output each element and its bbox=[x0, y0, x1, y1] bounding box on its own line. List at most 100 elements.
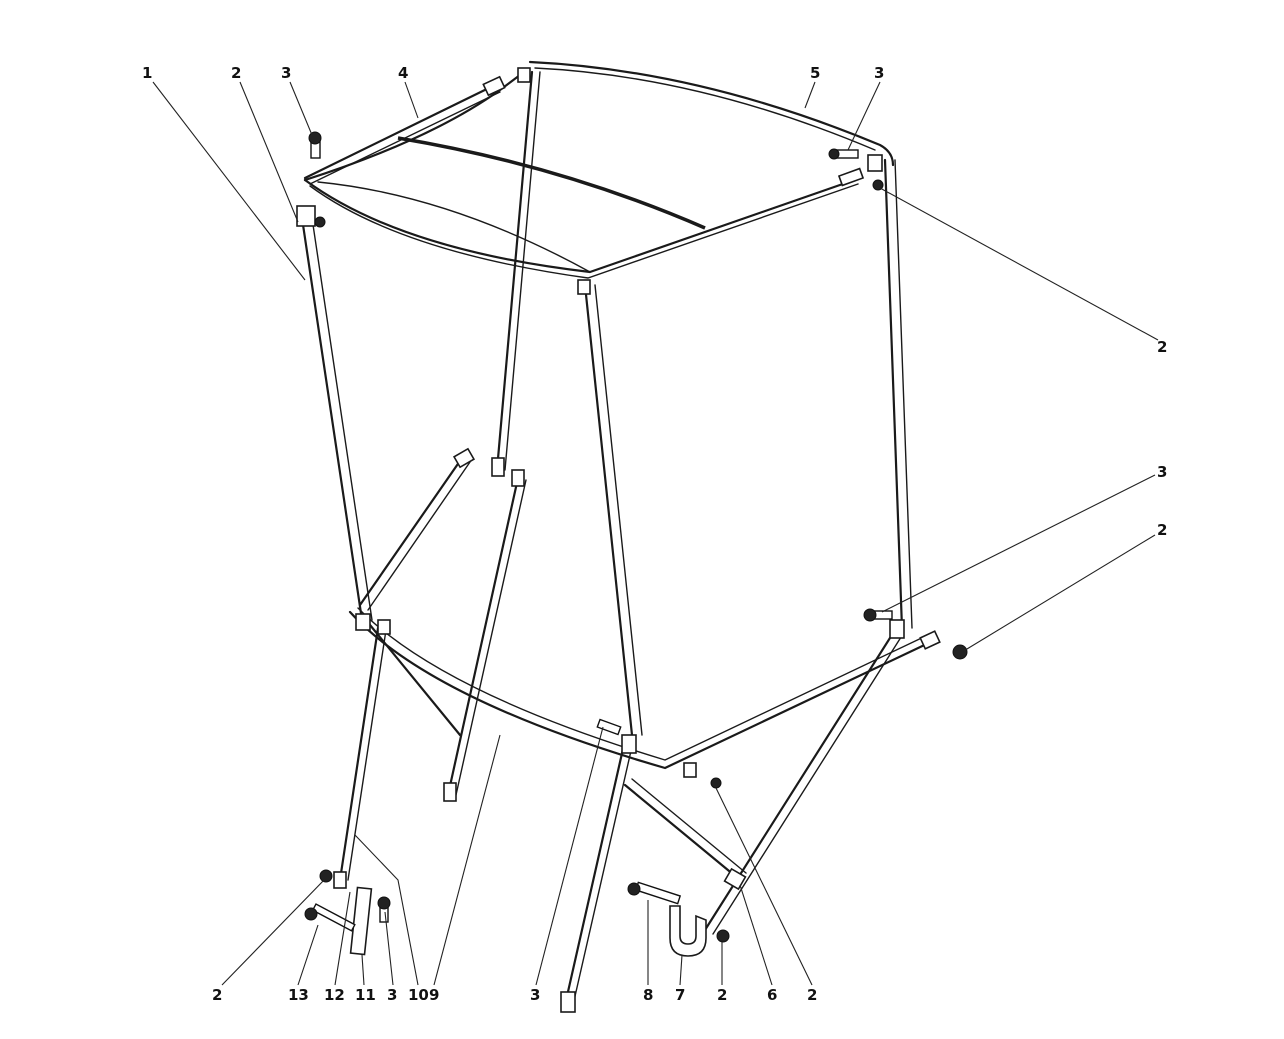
callout-2-bottom-center: 2 bbox=[717, 986, 727, 1004]
leader-3-right-mid bbox=[881, 474, 1156, 613]
callout-2-bottom-left: 2 bbox=[212, 986, 222, 1004]
callout-13: 13 bbox=[288, 986, 309, 1004]
front-curved-bow bbox=[303, 176, 862, 274]
bracket-lower-leg-foot bbox=[443, 782, 457, 802]
upright-posts bbox=[300, 70, 913, 737]
u-bracket-7 bbox=[669, 905, 707, 957]
callout-9: 9 bbox=[429, 986, 439, 1004]
leader-6 bbox=[739, 884, 773, 986]
bracket-left-lower-b bbox=[377, 619, 391, 635]
callout-3-bottom-left: 3 bbox=[387, 986, 397, 1004]
bracket-top-side bbox=[482, 75, 506, 97]
nut-bottom-center bbox=[716, 929, 730, 943]
bolt-head-8 bbox=[627, 882, 641, 896]
leader-3-bottom-center bbox=[535, 726, 604, 986]
lower-diag-left bbox=[358, 456, 464, 607]
bolt-head-3-bottom-left bbox=[377, 896, 391, 910]
left-lower-leg bbox=[338, 626, 380, 882]
bracket-right-lower bbox=[889, 619, 905, 639]
leader-7 bbox=[679, 954, 683, 986]
callout-8: 8 bbox=[643, 986, 653, 1004]
lower-frame bbox=[338, 456, 937, 1007]
bracket-left-lower bbox=[355, 613, 371, 631]
plate-11 bbox=[349, 886, 373, 956]
callout-2-bottom-right: 2 bbox=[807, 986, 817, 1004]
bracket-top-right bbox=[867, 154, 883, 172]
bracket-left-leg-foot bbox=[333, 871, 347, 889]
lower-leg-center bbox=[446, 476, 520, 797]
bracket-top-right-rail bbox=[837, 167, 865, 187]
callout-labels: 1 2 3 4 5 3 2 3 2 2 13 12 11 3 10 9 3 8 … bbox=[142, 64, 1167, 1004]
callout-3-bottom-center: 3 bbox=[530, 986, 540, 1004]
bracket-rear-top bbox=[517, 67, 531, 83]
lower-curved-rail bbox=[348, 610, 937, 770]
nut-right-mid bbox=[952, 644, 968, 660]
bolt-center-lower bbox=[596, 718, 622, 736]
lower-brace-left bbox=[368, 623, 462, 737]
leader-3-topleft bbox=[289, 81, 313, 136]
right-rear-post-b bbox=[894, 159, 913, 629]
callout-3-right-mid: 3 bbox=[1157, 463, 1167, 481]
leader-9 bbox=[433, 734, 501, 986]
leader-1 bbox=[152, 81, 306, 281]
bracket-lower-diag-top bbox=[452, 447, 476, 469]
top-frame bbox=[303, 60, 895, 279]
nut-center-lower bbox=[710, 777, 722, 789]
bolt-8 bbox=[634, 881, 682, 905]
leader-13 bbox=[297, 924, 319, 986]
strut-6 bbox=[623, 783, 742, 882]
bracket-rear-center-bottom bbox=[491, 457, 505, 477]
lower-diag-left-b bbox=[367, 461, 471, 611]
callout-6: 6 bbox=[767, 986, 777, 1004]
leader-2-bottom-right bbox=[715, 787, 813, 986]
callout-7: 7 bbox=[675, 986, 685, 1004]
bracket-right-rail-end bbox=[919, 630, 941, 650]
callout-12: 12 bbox=[324, 986, 345, 1004]
callout-11: 11 bbox=[355, 986, 376, 1004]
hardware bbox=[296, 67, 968, 1013]
leader-3-bottom-left bbox=[384, 911, 394, 986]
bolt-head-right-mid bbox=[863, 608, 877, 622]
sleeve-strut-6 bbox=[723, 867, 747, 891]
front-center-post-b bbox=[594, 284, 643, 736]
callout-5: 5 bbox=[810, 64, 820, 82]
lower-leg-center-b bbox=[455, 479, 527, 796]
bolt-13 bbox=[311, 903, 356, 932]
bolt-head-top-left bbox=[308, 131, 322, 145]
left-front-post-b bbox=[311, 217, 373, 621]
top-side-rail-b bbox=[309, 91, 501, 185]
leader-4 bbox=[404, 81, 419, 119]
callout-3-topleft: 3 bbox=[281, 64, 291, 82]
callout-2-right-upper: 2 bbox=[1157, 338, 1167, 356]
bracket-front-center-top bbox=[577, 279, 591, 295]
roof-cable bbox=[397, 136, 706, 230]
bracket-top-left bbox=[296, 205, 316, 227]
right-diag-leg-b bbox=[712, 633, 904, 935]
nut-top-left bbox=[314, 216, 326, 228]
center-lower-leg bbox=[563, 738, 627, 1007]
rear-top-bow bbox=[528, 60, 895, 167]
rear-top-bow-inner bbox=[534, 67, 876, 151]
leader-2-topleft bbox=[239, 81, 299, 223]
leader-2-bottom-left bbox=[221, 877, 327, 986]
left-lower-leg-b bbox=[347, 629, 387, 881]
leader-10 bbox=[354, 834, 419, 986]
callout-10: 10 bbox=[408, 986, 429, 1004]
center-lower-leg-b bbox=[572, 741, 634, 1006]
bracket-lower-leg-top bbox=[511, 469, 525, 487]
rear-center-post bbox=[495, 70, 534, 472]
top-side-rail bbox=[303, 83, 497, 180]
leader-2-right-mid bbox=[961, 534, 1156, 653]
bracket-center-leg-foot bbox=[560, 991, 576, 1013]
nut-top-right bbox=[872, 179, 884, 191]
top-inner-curve bbox=[317, 181, 591, 273]
front-center-post bbox=[583, 283, 634, 737]
strut-6-b bbox=[631, 778, 747, 874]
rear-center-post-b bbox=[504, 71, 541, 471]
leader-3-topright bbox=[847, 81, 881, 151]
bolt-head-top-right bbox=[828, 148, 840, 160]
right-rear-post bbox=[883, 158, 904, 630]
callout-1: 1 bbox=[142, 64, 152, 82]
leader-2-right-upper bbox=[879, 187, 1159, 341]
